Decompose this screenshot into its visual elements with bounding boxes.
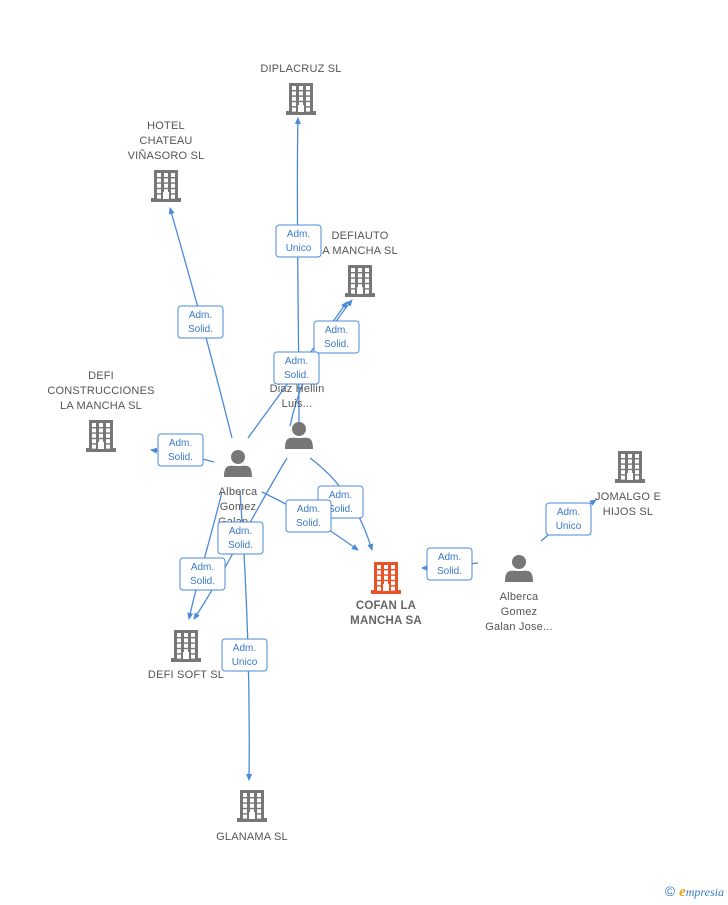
node-label: DEFI	[88, 370, 114, 382]
edge-label-person_alberca2-to-jomalgo[interactable]: Adm. Unico	[545, 502, 592, 536]
node-label: DEFI SOFT SL	[148, 669, 224, 681]
edge-label-box	[285, 499, 332, 533]
node-label: Alberca	[219, 486, 258, 498]
edge-label-box	[426, 547, 473, 581]
building-icon	[171, 630, 201, 662]
edge-label-person_diaz-to-defisoft[interactable]: Adm. Solid.	[217, 521, 264, 555]
edge-label-text: Solid.	[190, 576, 215, 587]
building-icon	[345, 265, 375, 297]
edge-label-person_alberca1-to-deficonst[interactable]: Adm. Solid.	[157, 433, 204, 467]
edge-label-person_alberca1-to-defisoft[interactable]: Adm. Solid.	[179, 557, 226, 591]
edge-label-text: Adm.	[191, 562, 214, 573]
building-icon	[371, 562, 401, 594]
node-label: Alberca	[500, 591, 539, 603]
edge-label-text: Solid.	[168, 452, 193, 463]
edge-label-box	[313, 320, 360, 354]
edge-label-text: Unico	[286, 243, 312, 254]
node-label: VIÑASORO SL	[128, 149, 205, 162]
building-icon	[615, 451, 645, 483]
edge-label-box	[217, 521, 264, 555]
edge-label-text: Solid.	[296, 518, 321, 529]
node-label: CHATEAU	[139, 135, 192, 147]
edge-label-text: Adm.	[329, 490, 352, 501]
edge-label-box	[273, 351, 320, 385]
building-icon	[151, 170, 181, 202]
edge-label-text: Solid.	[437, 566, 462, 577]
node-defisoft[interactable]: DEFI SOFT SL	[148, 630, 224, 681]
node-label: GLANAMA SL	[216, 831, 288, 843]
node-deficonst[interactable]: DEFI CONSTRUCCIONES LA MANCHA SL	[47, 370, 154, 452]
edge-person_diaz-to-diplacruz	[294, 117, 301, 425]
node-label: CONSTRUCCIONES	[47, 385, 154, 397]
edge-label-text: Adm.	[297, 504, 320, 515]
edge-label-text: Solid.	[328, 504, 353, 515]
edge-label-person_diaz-to-defiauto[interactable]: Adm. Solid.	[273, 351, 320, 385]
edge-label-text: Adm.	[285, 356, 308, 367]
edge-label-text: Adm.	[229, 526, 252, 537]
edge-label-person_diaz-to-diplacruz[interactable]: Adm. Unico	[275, 224, 322, 258]
node-label: HIJOS SL	[603, 506, 654, 518]
edge-label-text: Solid.	[284, 370, 309, 381]
node-label: A MANCHA SL	[322, 245, 398, 257]
node-label: HOTEL	[147, 120, 185, 132]
node-diplacruz[interactable]: DIPLACRUZ SL	[260, 63, 341, 115]
node-label: Gomez	[220, 501, 256, 513]
node-label: LA MANCHA SL	[60, 400, 142, 412]
edge-label-text: Adm.	[169, 438, 192, 449]
edge-label-text: Adm.	[557, 507, 580, 518]
building-icon	[286, 83, 316, 115]
edge-label-text: Adm.	[189, 310, 212, 321]
edge-label-text: Unico	[232, 657, 258, 668]
edge-label-box	[157, 433, 204, 467]
edge-label-person_alberca1-to-cofan[interactable]: Adm. Solid.	[285, 499, 332, 533]
edge-label-text: Solid.	[188, 324, 213, 335]
node-glanama[interactable]: GLANAMA SL	[216, 790, 288, 843]
node-label: JOMALGO E	[595, 491, 661, 503]
edge-label-text: Solid.	[324, 339, 349, 350]
edge-label-box	[221, 638, 268, 672]
edge-label-text: Adm.	[438, 552, 461, 563]
node-person_alberca1[interactable]: AlbercaGomezGalan...	[218, 450, 258, 528]
node-label: Galan Jose...	[485, 621, 552, 633]
node-label: DEFIAUTO	[331, 230, 388, 242]
node-defiauto[interactable]: DEFIAUTO A MANCHA SL	[322, 230, 398, 297]
node-cofan[interactable]: COFAN LA MANCHA SA	[350, 562, 422, 627]
brand-footer[interactable]: ©empresia	[665, 883, 724, 901]
edge-labels-layer: Adm.UnicoAdm.Solid.Adm.Solid.Adm.Solid.A…	[157, 224, 592, 672]
node-label: Gomez	[501, 606, 537, 618]
copyright-symbol: ©	[664, 883, 676, 899]
edge-label-text: Adm.	[287, 229, 310, 240]
node-hotel[interactable]: HOTEL CHATEAU VIÑASORO SL	[128, 120, 205, 202]
node-label: DIPLACRUZ SL	[260, 63, 341, 75]
edge-label-text: Adm.	[325, 325, 348, 336]
edge-label-box	[177, 305, 224, 339]
brand-logo-text: mpresia	[685, 885, 724, 899]
edge-label-person_alberca2-to-cofan[interactable]: Adm. Solid.	[426, 547, 473, 581]
building-icon	[86, 420, 116, 452]
node-label: Luis...	[282, 398, 313, 410]
edge-label-box	[545, 502, 592, 536]
edge-label-person_alberca1-to-glanama[interactable]: Adm. Unico	[221, 638, 268, 672]
brand-logo-initial: e	[679, 884, 686, 900]
node-label: COFAN LA	[356, 600, 416, 612]
building-icon	[237, 790, 267, 822]
edge-label-text: Solid.	[228, 540, 253, 551]
person-icon	[224, 450, 252, 477]
node-label: Diaz Hellin	[270, 383, 325, 395]
node-jomalgo[interactable]: JOMALGO E HIJOS SL	[595, 451, 661, 518]
edge-label-box	[275, 224, 322, 258]
node-label: MANCHA SA	[350, 615, 422, 627]
person-icon	[285, 422, 313, 449]
edge-label-text: Unico	[556, 521, 582, 532]
edge-label-person_alberca1-to-hotel[interactable]: Adm. Solid.	[177, 305, 224, 339]
edge-label-person_alberca1-to-defiauto[interactable]: Adm. Solid.	[313, 320, 360, 354]
edge-label-box	[179, 557, 226, 591]
person-icon	[505, 555, 533, 582]
edge-label-text: Adm.	[233, 643, 256, 654]
